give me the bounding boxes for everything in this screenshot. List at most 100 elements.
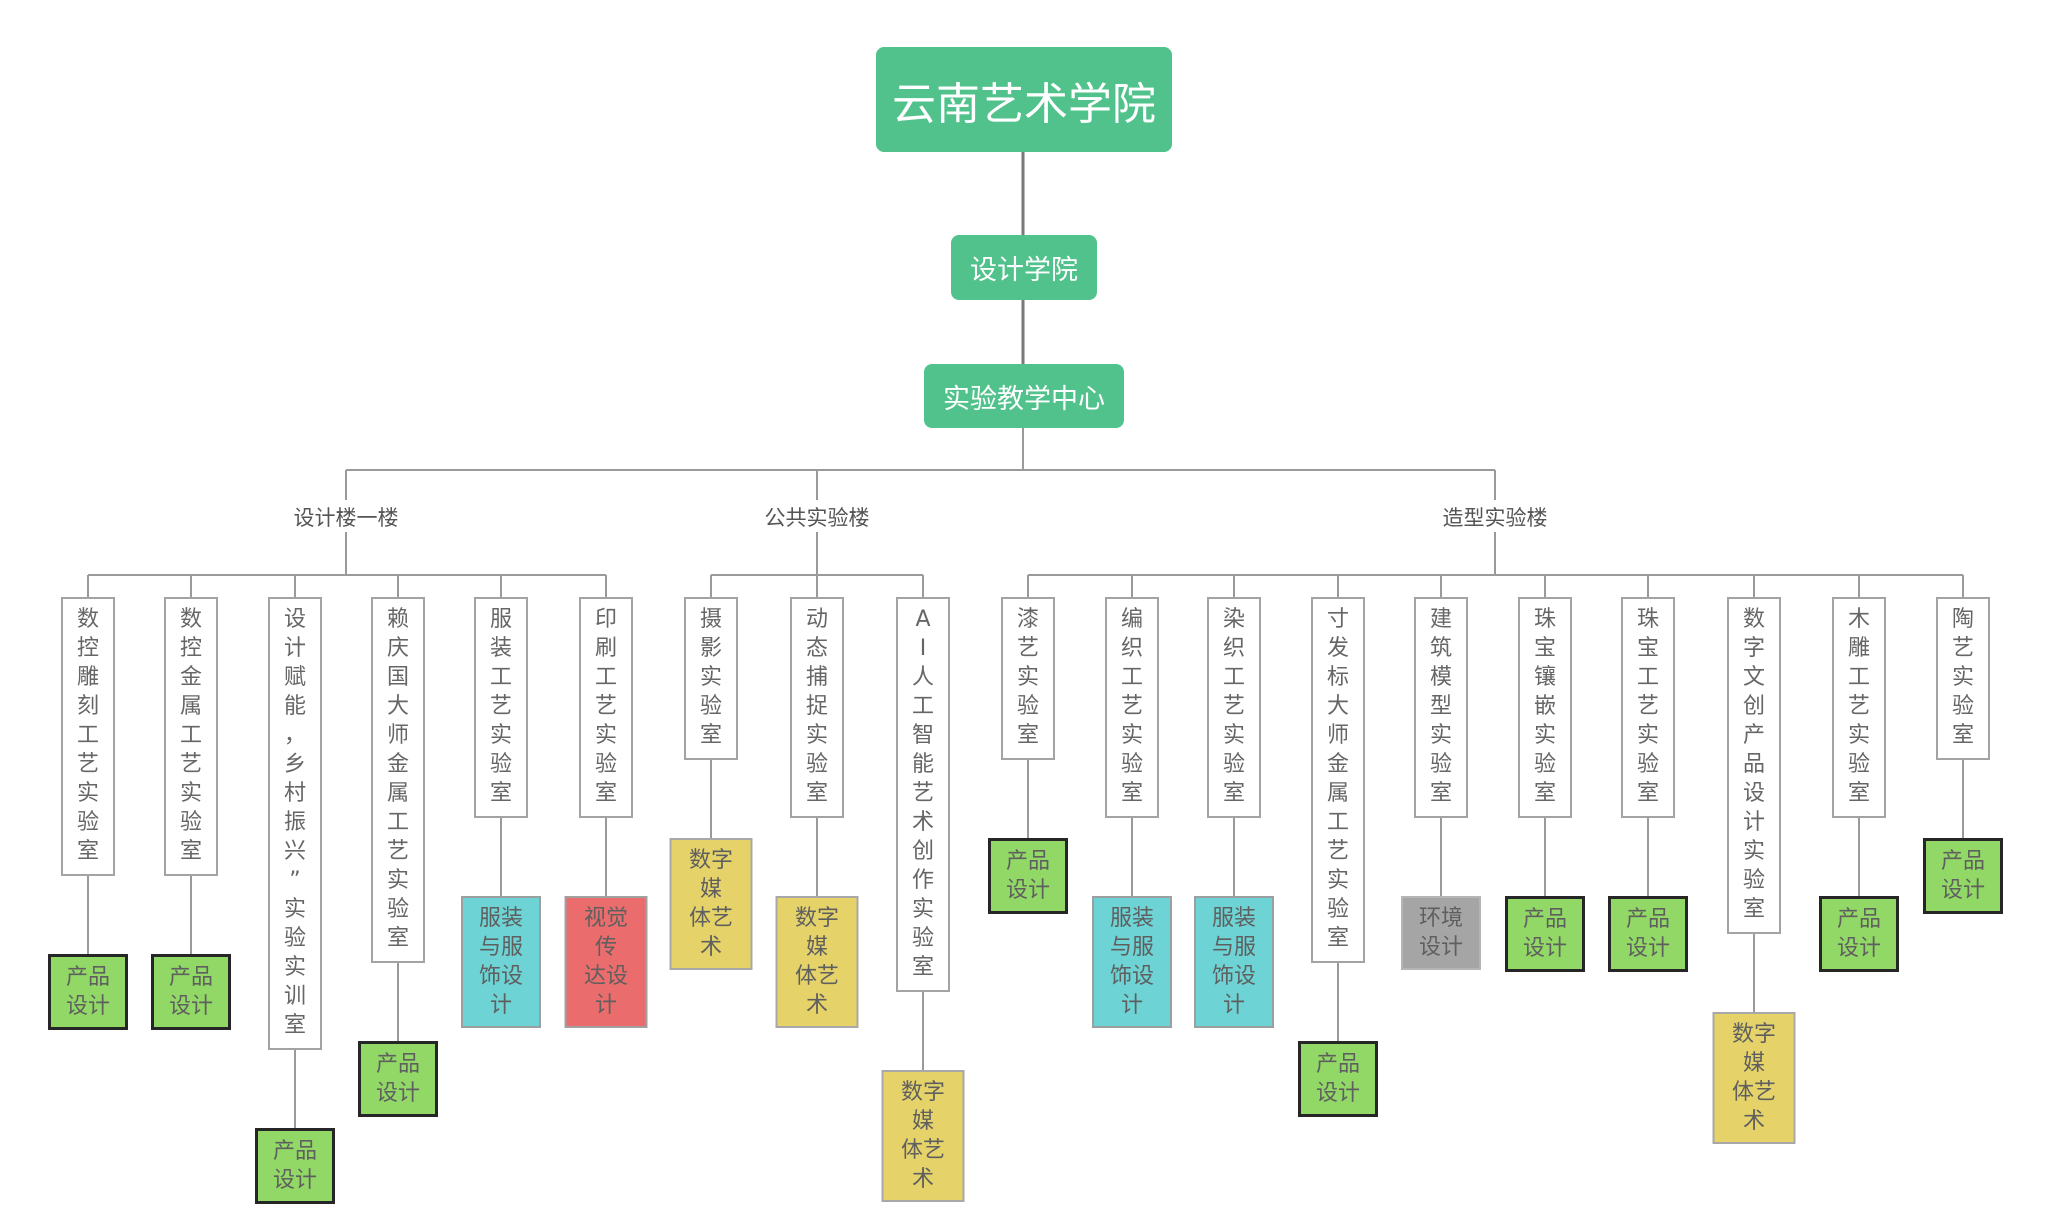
lab-label-char: 工	[1847, 665, 1870, 690]
lab-node[interactable]: 珠宝工艺实验室	[1621, 597, 1675, 818]
lab-label-char: 服	[489, 607, 512, 632]
lab-label-char: 印	[594, 607, 617, 632]
major-node[interactable]: 产品设计	[1923, 838, 2003, 914]
major-node[interactable]: 产品设计	[358, 1041, 438, 1117]
major-node[interactable]: 数字媒体艺术	[1712, 1012, 1796, 1144]
major-label-line: 产品	[168, 965, 213, 990]
lab-label-char: 工	[911, 694, 934, 719]
lab-label-char: 验	[1120, 752, 1143, 777]
lab-label-char: 室	[1742, 897, 1765, 922]
lab-label-char: 实	[386, 868, 409, 893]
major-node[interactable]: 数字媒体艺术	[775, 896, 859, 1028]
lab-label-char: 织	[1222, 636, 1245, 661]
lab-node[interactable]: 动态捕捉实验室	[790, 597, 844, 818]
lab-label-char: 计	[283, 636, 306, 661]
lab-label-char: 染	[1222, 607, 1245, 632]
lab-label-char: 师	[1326, 723, 1349, 748]
major-label: 服装与服饰设计	[473, 904, 529, 1020]
major-label-line: 产品	[1315, 1052, 1360, 1077]
lab-node[interactable]: 数控雕刻工艺实验室	[61, 597, 115, 876]
lab-node[interactable]: 数控金属工艺实验室	[164, 597, 218, 876]
major-node[interactable]: 产品设计	[1298, 1041, 1378, 1117]
major-node[interactable]: 服装与服饰设计	[461, 896, 541, 1028]
lab-node[interactable]: 印刷工艺实验室	[579, 597, 633, 818]
lab-node[interactable]: 寸发标大师金属工艺实验室	[1311, 597, 1365, 963]
lab-label-char: 国	[386, 665, 409, 690]
major-label-line: 产品	[1005, 849, 1050, 874]
lab-label-char: 艺	[76, 752, 99, 777]
lab-label-char: 验	[594, 752, 617, 777]
major-node[interactable]: 数字媒体艺术	[881, 1070, 965, 1202]
major-node[interactable]: 环境设计	[1401, 896, 1481, 970]
lab-label-char: 作	[911, 868, 934, 893]
major-node[interactable]: 数字媒体艺术	[669, 838, 753, 970]
major-node[interactable]: 服装与服饰设计	[1092, 896, 1172, 1028]
lab-label-char: 验	[283, 926, 306, 951]
lab-label-char: 室	[1636, 781, 1659, 806]
major-node[interactable]: 产品设计	[988, 838, 1068, 914]
major-node[interactable]: 产品设计	[1505, 896, 1585, 972]
lab-label-char: 工	[1326, 810, 1349, 835]
lab-node[interactable]: 木雕工艺实验室	[1832, 597, 1886, 818]
major-node[interactable]: 视觉传达设计	[564, 896, 648, 1028]
college-node[interactable]: 设计学院	[951, 235, 1097, 300]
root-node[interactable]: 云南艺术学院	[876, 47, 1172, 152]
lab-label-char: 艺	[1120, 694, 1143, 719]
lab-label-char: 艺	[1222, 694, 1245, 719]
lab-label-char: 嵌	[1533, 694, 1556, 719]
lab-node[interactable]: 设计赋能，乡村振兴”实验实训室	[268, 597, 322, 1050]
center-node[interactable]: 实验教学中心	[924, 364, 1124, 428]
lab-label-char: 宝	[1533, 636, 1556, 661]
major-node[interactable]: 服装与服饰设计	[1194, 896, 1274, 1028]
major-label: 数字媒体艺术	[682, 846, 741, 962]
lab-label-char: 验	[1016, 694, 1039, 719]
building-label[interactable]: 设计楼一楼	[289, 502, 403, 532]
major-node[interactable]: 产品设计	[48, 954, 128, 1030]
lab-label-char: 态	[805, 636, 828, 661]
major-label-line: 与服	[1109, 935, 1154, 960]
root-label: 云南艺术学院	[892, 78, 1156, 130]
building-label[interactable]: 公共实验楼	[760, 502, 874, 532]
lab-label-char: 金	[1326, 752, 1349, 777]
lab-label-char: 验	[1636, 752, 1659, 777]
major-label-line: 计	[1222, 993, 1245, 1018]
major-node[interactable]: 产品设计	[255, 1128, 335, 1204]
lab-node[interactable]: 编织工艺实验室	[1105, 597, 1159, 818]
lab-label-char: 设	[1742, 781, 1765, 806]
major-label-line: 体艺术	[688, 906, 733, 960]
lab-node[interactable]: 陶艺实验室	[1936, 597, 1990, 760]
lab-node[interactable]: 珠宝镶嵌实验室	[1518, 597, 1572, 818]
lab-node[interactable]: 数字文创产品设计实验室	[1727, 597, 1781, 934]
major-label-line: 产品	[1836, 907, 1881, 932]
lab-label-char: 实	[76, 781, 99, 806]
lab-node[interactable]: 染织工艺实验室	[1207, 597, 1261, 818]
major-label-line: 设计	[1940, 878, 1985, 903]
lab-label-char: 创	[911, 839, 934, 864]
major-node[interactable]: 产品设计	[1608, 896, 1688, 972]
lab-label-char: 实	[179, 781, 202, 806]
lab-label-char: 漆	[1016, 607, 1039, 632]
lab-label-char: 实	[1016, 665, 1039, 690]
major-label-line: 产品	[1625, 907, 1670, 932]
lab-label-char: 动	[805, 607, 828, 632]
lab-label-char: 室	[1429, 781, 1452, 806]
building-label[interactable]: 造型实验楼	[1438, 502, 1552, 532]
major-node[interactable]: 产品设计	[1819, 896, 1899, 972]
lab-label-char: 实	[1326, 868, 1349, 893]
lab-label-char: 人	[911, 665, 934, 690]
major-node[interactable]: 产品设计	[151, 954, 231, 1030]
major-label: 产品设计	[1936, 847, 1990, 905]
lab-node[interactable]: 漆艺实验室	[1001, 597, 1055, 760]
lab-label-char: ，	[283, 723, 306, 748]
major-label: 产品设计	[371, 1050, 425, 1108]
lab-label-char: 室	[489, 781, 512, 806]
lab-node[interactable]: 建筑模型实验室	[1414, 597, 1468, 818]
lab-label-char: 发	[1326, 636, 1349, 661]
lab-node[interactable]: 摄影实验室	[684, 597, 738, 760]
lab-node[interactable]: 服装工艺实验室	[474, 597, 528, 818]
lab-node[interactable]: 赖庆国大师金属工艺实验室	[371, 597, 425, 963]
lab-label-char: 编	[1120, 607, 1143, 632]
lab-label-char: 属	[386, 781, 409, 806]
